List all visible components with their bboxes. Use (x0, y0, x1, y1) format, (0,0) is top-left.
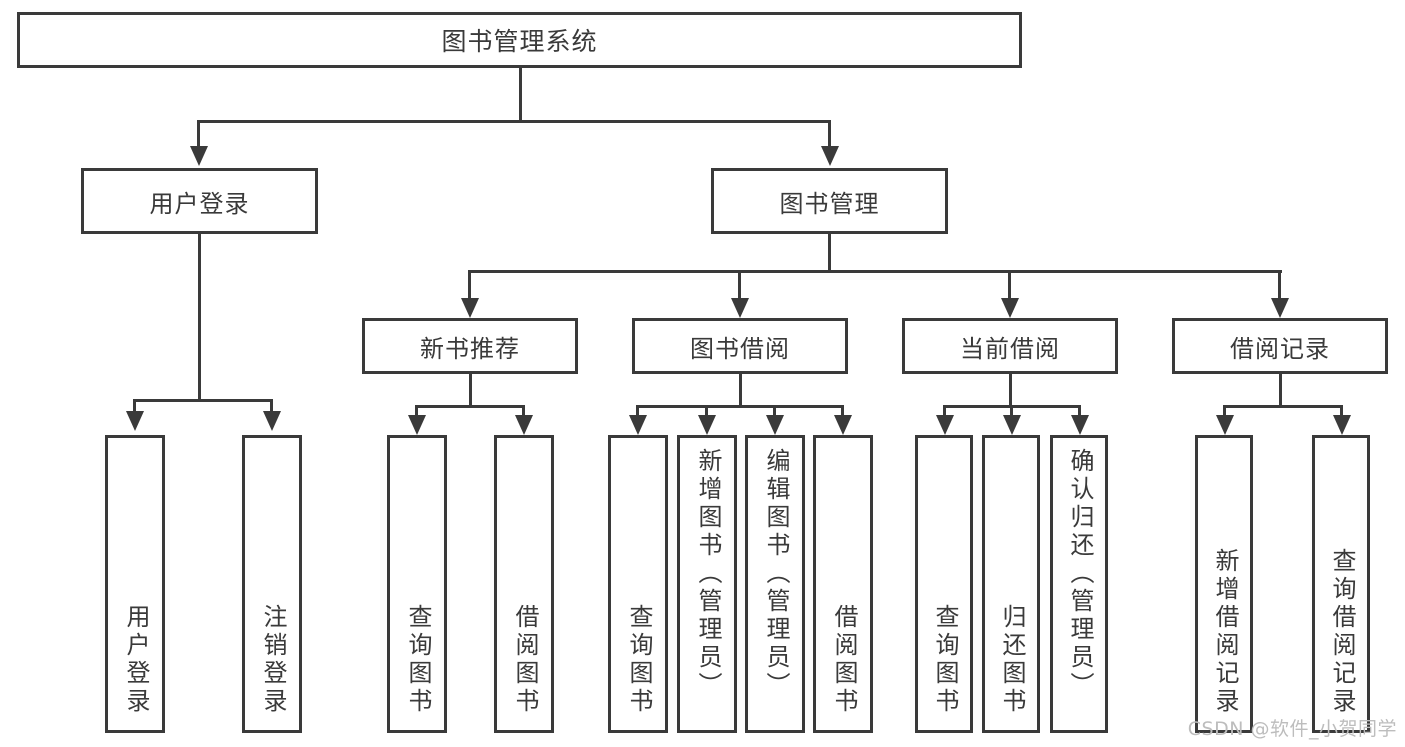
node-label: 图书借阅 (690, 334, 790, 363)
connector-drop-borrow-record (1278, 270, 1281, 300)
arrowhead-br-leaf-2 (1333, 415, 1351, 435)
connector-root-bus (197, 120, 831, 123)
connector-drop-book-manage (828, 120, 831, 148)
leaf-label: 查询借阅记录 (1327, 548, 1356, 716)
csdn-watermark: CSDN @软件_小贺同学 (1187, 718, 1397, 740)
node-new-book-recommend[interactable]: 新书推荐 (362, 318, 578, 374)
connector-stem-borrow-record (1279, 374, 1282, 405)
connector-drop-nb-leaf-2 (522, 405, 525, 417)
arrowhead-cb-leaf-2 (1003, 415, 1021, 435)
leaf-label: 新增借阅记录 (1210, 548, 1239, 716)
arrowhead-borrow-record (1271, 298, 1289, 318)
connector-bus-borrow-book (636, 405, 843, 408)
connector-stem-current-borrow (1009, 374, 1012, 405)
leaf-borrow-record-query[interactable]: 查询借阅记录 (1312, 435, 1370, 733)
arrowhead-nb-leaf-1 (408, 415, 426, 435)
node-book-borrow[interactable]: 图书借阅 (632, 318, 848, 374)
connector-drop-br-leaf-2 (1340, 405, 1343, 417)
node-borrow-record[interactable]: 借阅记录 (1172, 318, 1388, 374)
arrowhead-user-login (190, 146, 208, 166)
node-book-management[interactable]: 图书管理 (711, 168, 948, 234)
node-current-borrow[interactable]: 当前借阅 (902, 318, 1118, 374)
connector-root-stem (519, 68, 522, 120)
connector-bus-borrow-record (1223, 405, 1342, 408)
leaf-current-borrow-query[interactable]: 查询图书 (915, 435, 973, 733)
node-label: 图书管理 (779, 189, 880, 218)
leaf-label: 注销登录 (258, 604, 287, 716)
connector-stem-new-book (469, 374, 472, 405)
leaf-borrow-book-borrow[interactable]: 借阅图书 (813, 435, 873, 733)
leaf-current-borrow-return[interactable]: 归还图书 (982, 435, 1040, 733)
connector-stem-borrow-book (739, 374, 742, 405)
connector-drop-new-book (468, 270, 471, 300)
arrowhead-borrow-book (731, 298, 749, 318)
node-label: 图书管理系统 (441, 27, 598, 56)
connector-drop-user-login (197, 120, 200, 148)
connector-drop-ul-leaf-2 (270, 399, 273, 413)
leaf-user-login-login[interactable]: 用户登录 (105, 435, 165, 733)
arrowhead-bb-leaf-4 (834, 415, 852, 435)
connector-drop-borrow-book (738, 270, 741, 300)
leaf-label: 查询图书 (403, 604, 432, 716)
arrowhead-cb-leaf-1 (936, 415, 954, 435)
arrowhead-new-book (461, 298, 479, 318)
leaf-label: 查询图书 (624, 604, 653, 716)
arrowhead-cb-leaf-3 (1071, 415, 1089, 435)
connector-drop-current-borrow (1008, 270, 1011, 300)
connector-stem-user-login (198, 234, 201, 399)
leaf-label: 用户登录 (121, 604, 150, 716)
connector-drop-nb-leaf-1 (415, 405, 418, 417)
leaf-label: 确认归还（管理员） (1065, 448, 1094, 700)
connector-drop-ul-leaf-1 (133, 399, 136, 413)
arrowhead-book-manage (821, 146, 839, 166)
connector-drop-cb-leaf-2 (1010, 405, 1013, 417)
arrowhead-bb-leaf-3 (766, 415, 784, 435)
arrowhead-bb-leaf-1 (629, 415, 647, 435)
connector-drop-br-leaf-1 (1223, 405, 1226, 417)
leaf-borrow-record-add[interactable]: 新增借阅记录 (1195, 435, 1253, 733)
leaf-label: 借阅图书 (510, 604, 539, 716)
leaf-new-book-query[interactable]: 查询图书 (387, 435, 447, 733)
connector-bus-level2 (468, 270, 1282, 273)
connector-drop-bb-leaf-3 (773, 405, 776, 417)
leaf-borrow-book-query[interactable]: 查询图书 (608, 435, 668, 733)
leaf-label: 编辑图书（管理员） (761, 448, 790, 700)
connector-drop-cb-leaf-3 (1078, 405, 1081, 417)
leaf-user-login-logout[interactable]: 注销登录 (242, 435, 302, 733)
connector-stem-book-manage (828, 234, 831, 270)
leaf-label: 借阅图书 (829, 604, 858, 716)
leaf-borrow-book-add[interactable]: 新增图书（管理员） (677, 435, 737, 733)
arrowhead-nb-leaf-2 (515, 415, 533, 435)
connector-bus-new-book (415, 405, 525, 408)
arrowhead-br-leaf-1 (1216, 415, 1234, 435)
connector-drop-bb-leaf-2 (705, 405, 708, 417)
node-label: 当前借阅 (960, 334, 1060, 363)
connector-drop-bb-leaf-4 (841, 405, 844, 417)
leaf-new-book-borrow[interactable]: 借阅图书 (494, 435, 554, 733)
leaf-current-borrow-confirm-return[interactable]: 确认归还（管理员） (1050, 435, 1108, 733)
node-user-login[interactable]: 用户登录 (81, 168, 318, 234)
node-label: 用户登录 (149, 189, 250, 218)
arrowhead-ul-leaf-1 (126, 411, 144, 431)
node-label: 新书推荐 (420, 334, 520, 363)
arrowhead-ul-leaf-2 (263, 411, 281, 431)
arrowhead-bb-leaf-2 (698, 415, 716, 435)
node-label: 借阅记录 (1230, 334, 1330, 363)
leaf-label: 查询图书 (930, 604, 959, 716)
connector-drop-cb-leaf-1 (943, 405, 946, 417)
leaf-label: 归还图书 (997, 604, 1026, 716)
arrowhead-current-borrow (1001, 298, 1019, 318)
node-root-system[interactable]: 图书管理系统 (17, 12, 1022, 68)
leaf-borrow-book-edit[interactable]: 编辑图书（管理员） (745, 435, 805, 733)
leaf-label: 新增图书（管理员） (693, 448, 722, 700)
connector-bus-user-login (133, 399, 270, 402)
connector-drop-bb-leaf-1 (636, 405, 639, 417)
